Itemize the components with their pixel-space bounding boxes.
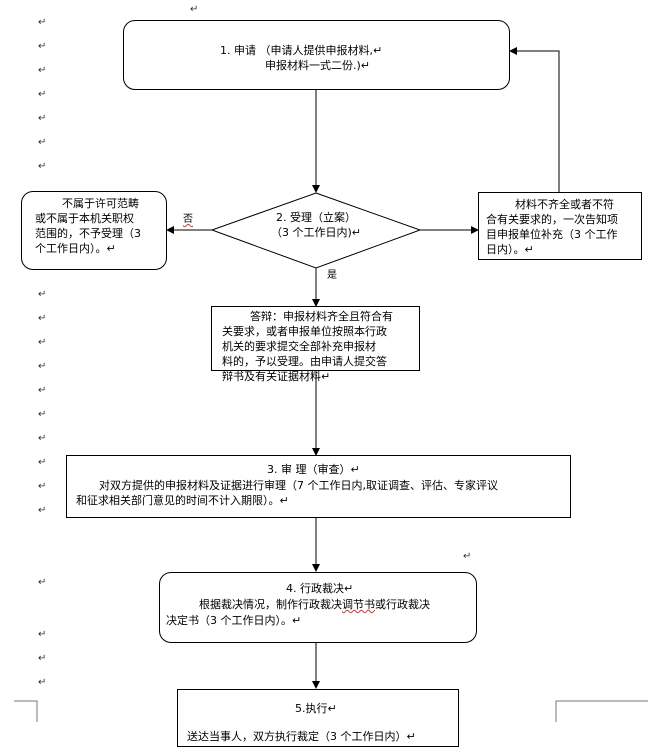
paragraph-mark: ↵ xyxy=(190,4,199,15)
supplement-box: 材料不齐全或者不符 合有关要求的，一次告知项 目申报单位补充（3 个工作 日内）… xyxy=(478,192,642,260)
reject-box: 不属于许可范畴 或不属于本机关职权 范围的，不予受理（3 个工作日内）。↵ xyxy=(21,191,167,270)
review-line-3: 和征求相关部门意见的时间不计入期限）。↵ xyxy=(76,494,289,507)
apply-box: 1. 申请 （申请人提供申报材料,↵ 申报材料一式二份.)↵ xyxy=(123,20,510,90)
ruling-box: 4. 行政裁决↵ 根据裁决情况，制作行政裁决调节书或行政裁决 决定书（3 个工作… xyxy=(159,572,477,643)
reject-line-1: 不属于许可范畴 xyxy=(62,197,139,210)
ruling-line-2c: 或行政裁决 xyxy=(375,598,430,611)
paragraph-mark: ↵ xyxy=(38,457,47,468)
execute-line-1: 5.执行↵ xyxy=(295,702,337,715)
ruling-line-2a: 根据裁决情况，制作行政裁决 xyxy=(199,598,342,611)
defense-line-3: 机关的要求提交全部补充申报材 xyxy=(222,340,376,353)
paragraph-mark: ↵ xyxy=(38,313,47,324)
paragraph-mark: ↵ xyxy=(38,577,47,588)
paragraph-mark: ↵ xyxy=(38,653,47,664)
paragraph-mark: ↵ xyxy=(38,137,47,148)
paragraph-mark: ↵ xyxy=(38,41,47,52)
ruling-line-3: 决定书（3 个工作日内）。↵ xyxy=(166,614,302,627)
acceptance-text: 2. 受理（立案） （3 个工作日内)↵ xyxy=(212,210,420,240)
defense-box: 答辩：申报材料齐全且符合有 关要求，或者申报单位按照本行政 机关的要求提交全部补… xyxy=(211,306,420,383)
paragraph-mark: ↵ xyxy=(38,289,47,300)
acceptance-line-1: 2. 受理（立案） xyxy=(276,211,356,224)
supplement-line-2: 合有关要求的，一次告知项 xyxy=(486,213,618,226)
review-line-2: 对双方提供的申报材料及证据进行审理（7 个工作日内,取证调查、评估、专家评议 xyxy=(99,479,498,492)
reject-line-3: 范围的，不予受理（3 xyxy=(35,227,141,240)
ruling-line-2b: 调节书 xyxy=(342,598,375,611)
review-box: 3. 审 理（审查）↵ 对双方提供的申报材料及证据进行审理（7 个工作日内,取证… xyxy=(66,455,571,518)
corner-mark-left xyxy=(14,700,38,722)
paragraph-mark: ↵ xyxy=(38,385,47,396)
paragraph-mark: ↵ xyxy=(38,629,47,640)
paragraph-mark: ↵ xyxy=(38,65,47,76)
paragraph-mark: ↵ xyxy=(38,433,47,444)
defense-line-1: 答辩：申报材料齐全且符合有 xyxy=(250,310,393,323)
paragraph-mark: ↵ xyxy=(38,677,47,688)
execute-box: 5.执行↵ 送达当事人，双方执行裁定（3 个工作日内）↵ xyxy=(177,689,459,747)
paragraph-mark: ↵ xyxy=(463,551,472,562)
yes-label: 是 xyxy=(327,270,337,281)
paragraph-mark: ↵ xyxy=(38,409,47,420)
ruling-line-2: 根据裁决情况，制作行政裁决调节书或行政裁决 xyxy=(199,597,430,612)
execute-line-2: 送达当事人，双方执行裁定（3 个工作日内）↵ xyxy=(187,730,416,743)
no-label: 否 xyxy=(183,214,193,225)
reject-line-4: 个工作日内）。↵ xyxy=(35,242,116,255)
supplement-line-1: 材料不齐全或者不符 xyxy=(515,198,614,211)
apply-line-1: 1. 申请 （申请人提供申报材料,↵ xyxy=(220,44,383,57)
review-line-1: 3. 审 理（审查）↵ xyxy=(267,463,360,476)
paragraph-mark: ↵ xyxy=(38,337,47,348)
paragraph-mark: ↵ xyxy=(38,361,47,372)
defense-line-4: 料的，予以受理。由申请人提交答 xyxy=(222,355,387,368)
paragraph-mark: ↵ xyxy=(38,113,47,124)
corner-mark-right xyxy=(555,700,648,722)
acceptance-line-2: （3 个工作日内)↵ xyxy=(270,226,361,239)
supplement-line-3: 目申报单位补充（3 个工作 xyxy=(486,228,618,241)
defense-line-5: 辩书及有关证据材料↵ xyxy=(222,370,331,383)
defense-line-2: 关要求，或者申报单位按照本行政 xyxy=(222,325,387,338)
ruling-line-1: 4. 行政裁决↵ xyxy=(286,582,354,595)
paragraph-mark: ↵ xyxy=(38,161,47,172)
arrow-supplement-to-apply xyxy=(509,47,560,192)
paragraph-mark: ↵ xyxy=(38,481,47,492)
apply-line-2: 申报材料一式二份.)↵ xyxy=(265,59,371,72)
paragraph-mark: ↵ xyxy=(38,505,47,516)
reject-line-2: 或不属于本机关职权 xyxy=(35,212,134,225)
paragraph-mark: ↵ xyxy=(38,17,47,28)
paragraph-mark: ↵ xyxy=(38,89,47,100)
supplement-line-4: 日内）。↵ xyxy=(486,243,534,256)
